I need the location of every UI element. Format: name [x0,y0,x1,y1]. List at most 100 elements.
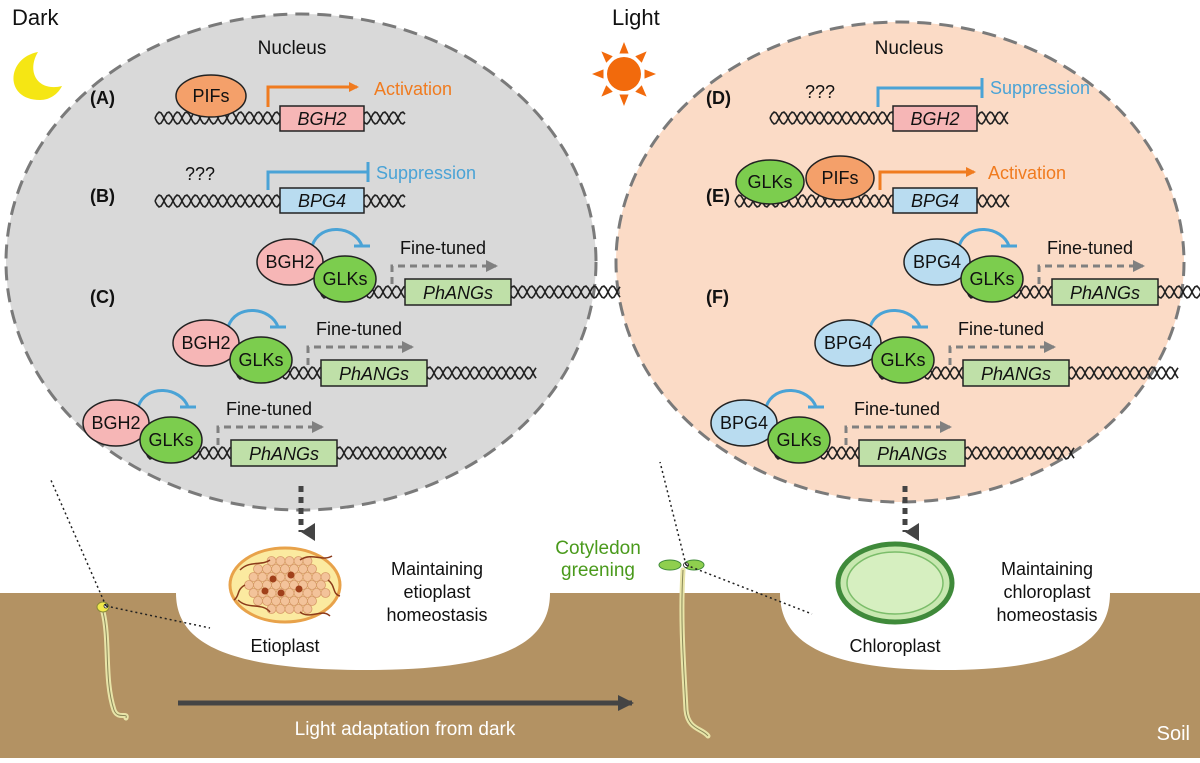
bgh2-gene-label-a: BGH2 [297,109,346,129]
suppression-line-d [876,78,984,107]
pifs-label-a: PIFs [192,86,229,106]
phangs-gene-box [230,439,338,467]
fine-tuned-arrow [1037,260,1145,284]
light-nucleus [614,20,1186,504]
tag-b: (B) [90,186,115,206]
sun-disc [607,57,641,91]
unknown-b: ??? [185,164,215,184]
glks-node [229,336,293,384]
unknown-d: ??? [805,82,835,102]
light-outcome-line3: homeostasis [996,605,1097,625]
glks-node-e [735,159,805,205]
tag-d: (D) [706,88,731,108]
phangs-gene-box [1051,278,1159,306]
seedling-label-line2: greening [561,560,635,581]
phangs-gene-label: PhANGs [981,364,1051,384]
bpg4-gene-box-b [279,187,365,214]
phangs-gene-label: PhANGs [423,283,493,303]
etioplast-label: Etioplast [250,636,319,656]
etioplast-icon [228,546,342,624]
glks-label: GLKs [322,269,367,289]
glks-node [139,416,203,464]
glks-node [313,255,377,303]
phangs-gene-label: PhANGs [877,444,947,464]
phangs-gene-label: PhANGs [1070,283,1140,303]
fine-tuned-arrow [390,260,498,284]
light-label: Light [612,5,660,30]
fine-tuned-arrow [216,421,324,445]
moon-icon [13,52,62,100]
etiolated-seedling [96,601,129,721]
fine-tuned-arrow [306,341,414,365]
activation-arrow-a [266,82,359,107]
bgh2-gene-box-d [892,105,978,132]
glks-label: GLKs [776,430,821,450]
light-zoom-line-1 [659,461,687,566]
dark-outcome-line2: etioplast [403,582,470,602]
phangs-gene-box [404,278,512,306]
pifs-label-e: PIFs [821,168,858,188]
seedling-label-line1: Cotyledon [555,538,641,559]
regulator-label: BGH2 [265,252,314,272]
suppression-arc [310,228,364,247]
tag-f: (F) [706,287,729,307]
soil [0,593,1200,758]
dark-label: Dark [12,5,59,30]
regulator-label: BPG4 [824,333,872,353]
suppression-arc [226,309,280,328]
dark-outcome-line1: Maintaining [391,559,483,579]
suppression-arc [764,389,818,408]
fine-tuned-arrow [844,421,952,445]
bgh2-gene-box-a [279,105,365,132]
suppression-arc [868,309,922,328]
regulator-label: BGH2 [181,333,230,353]
glks-node [767,416,831,464]
phangs-gene-label: PhANGs [249,444,319,464]
bgh2-gene-label-d: BGH2 [910,109,959,129]
glks-node [871,336,935,384]
glks-label: GLKs [148,430,193,450]
fine-tuned-arrow [948,341,1056,365]
fine-tuned-label: Fine-tuned [316,319,402,339]
fine-tuned-label: Fine-tuned [226,399,312,419]
tag-a: (A) [90,88,115,108]
pifs-node-e [805,155,875,201]
suppression-arc [957,228,1011,247]
dark-outcome-line3: homeostasis [386,605,487,625]
fine-tuned-label: Fine-tuned [1047,238,1133,258]
suppression-label-d: Suppression [990,78,1090,98]
tag-e: (E) [706,186,730,206]
suppression-label-b: Suppression [376,163,476,183]
glks-label-e: GLKs [747,172,792,192]
fine-tuned-label: Fine-tuned [854,399,940,419]
chloroplast-label: Chloroplast [849,636,940,656]
pifs-node-a [175,74,247,118]
regulator-label: BGH2 [91,413,140,433]
bpg4-gene-label-e: BPG4 [911,191,959,211]
chloroplast-icon [835,541,955,625]
bpg4-gene-label-b: BPG4 [298,191,346,211]
phangs-gene-box [320,359,428,387]
activation-label-a: Activation [374,79,452,99]
soil-label: Soil [1157,723,1190,745]
glks-node [960,255,1024,303]
sun-icon [592,42,656,106]
suppression-line-b [266,162,370,190]
light-outcome-line2: chloroplast [1003,582,1090,602]
phangs-gene-box [962,359,1070,387]
activation-arrow-e [878,167,976,190]
dark-zoom-line-1 [49,477,107,607]
transition-label: Light adaptation from dark [295,719,516,740]
fine-tuned-label: Fine-tuned [400,238,486,258]
light-nucleus-label: Nucleus [875,38,944,59]
dark-nucleus-label: Nucleus [258,38,327,59]
glks-label: GLKs [238,350,283,370]
